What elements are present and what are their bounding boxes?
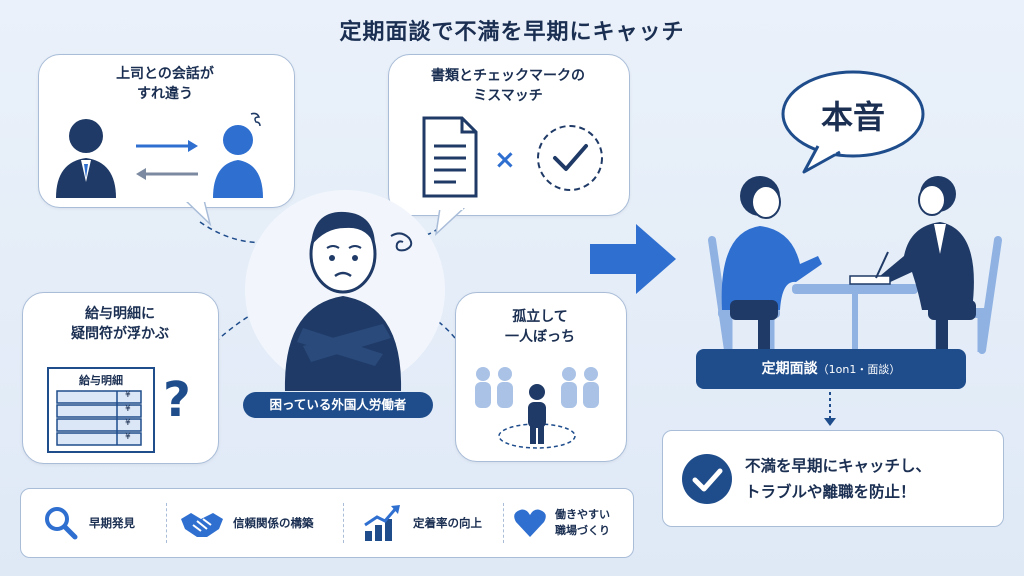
meeting-label: 定期面談（1on1・面談） bbox=[696, 349, 966, 389]
yen-mark-4: ¥ bbox=[125, 432, 131, 442]
yen-mark-3: ¥ bbox=[125, 418, 131, 428]
legend-label: 早期発見 bbox=[89, 516, 135, 530]
result-box: 不満を早期にキャッチし、 トラブルや離職を防止！ bbox=[662, 430, 1004, 527]
heart-icon bbox=[514, 509, 546, 537]
yen-mark-1: ¥ bbox=[125, 390, 131, 400]
bubble-isolation-text: 孤立して 一人ぼっち bbox=[505, 309, 575, 345]
bubble-document-text: 書類とチェックマークの ミスマッチ bbox=[431, 68, 585, 104]
legend-item-retention: 定着率の向上 bbox=[363, 489, 482, 557]
worry-swirl-icon bbox=[390, 232, 413, 252]
legend-item-trust: 信頼関係の構築 bbox=[179, 489, 314, 557]
group-people-icon bbox=[475, 367, 599, 408]
document-mismatch-illustration bbox=[422, 116, 603, 198]
legend-label: 信頼関係の構築 bbox=[233, 516, 314, 530]
salary-statement-title: 給与明細 bbox=[79, 374, 123, 387]
meeting-title: 定期面談 bbox=[761, 361, 818, 377]
page-title: 定期面談で不満を早期にキャッチ bbox=[339, 20, 685, 45]
bubble-boss-text: 上司との会話が すれ違う bbox=[116, 66, 214, 102]
result-line-1: 不満を早期にキャッチし、 bbox=[745, 457, 932, 475]
result-line-2: トラブルや離職を防止！ bbox=[745, 483, 916, 501]
table-icon bbox=[792, 284, 918, 352]
meeting-illustration bbox=[708, 176, 1002, 354]
benefits-legend: 早期発見 信頼関係の構築 定着率の向上 働きや bbox=[20, 488, 634, 558]
question-mark-icon: ? bbox=[163, 372, 191, 428]
worker-sitting-icon bbox=[721, 176, 822, 350]
speech-text: 本音 bbox=[820, 98, 885, 136]
salary-table-lines bbox=[56, 390, 142, 446]
yen-mark-2: ¥ bbox=[125, 404, 131, 414]
lonely-person-icon bbox=[528, 384, 546, 444]
bubble-tail bbox=[183, 200, 212, 227]
salary-statement-icon: 給与明細 ¥ ¥ ¥ ¥ bbox=[47, 367, 155, 453]
legend-label: 定着率の向上 bbox=[413, 516, 482, 530]
handshake-icon bbox=[181, 513, 223, 537]
worried-person-icon bbox=[284, 211, 402, 391]
divider bbox=[503, 503, 504, 543]
document-icon bbox=[422, 116, 478, 198]
divider bbox=[343, 503, 344, 543]
search-icon bbox=[45, 507, 78, 540]
dashed-check-circle-icon bbox=[537, 125, 603, 191]
divider bbox=[166, 503, 167, 543]
worker-label: 困っている外国人労働者 bbox=[243, 392, 433, 418]
growth-chart-icon bbox=[364, 505, 400, 541]
check-circle-icon bbox=[682, 454, 732, 504]
boss-icon bbox=[56, 119, 116, 198]
boss-employee-illustration bbox=[56, 112, 263, 198]
legend-item-early-detection: 早期発見 bbox=[43, 489, 135, 557]
legend-label: 働きやすい 職場づくり bbox=[555, 508, 610, 537]
speech-bubble bbox=[781, 70, 925, 174]
legend-item-workplace: 働きやすい 職場づくり bbox=[513, 489, 610, 557]
cross-icon: × bbox=[494, 145, 516, 175]
employee-icon bbox=[213, 112, 263, 198]
result-text: 不満を早期にキャッチし、 トラブルや離職を防止！ bbox=[745, 453, 931, 505]
worried-worker-illustration bbox=[284, 211, 413, 391]
meeting-subtitle: （1on1・面談） bbox=[817, 363, 901, 376]
isolation-illustration bbox=[475, 367, 599, 449]
exchange-arrows-icon bbox=[136, 140, 198, 180]
right-arrow-icon bbox=[590, 224, 676, 294]
manager-writing-icon bbox=[849, 176, 976, 350]
bubble-tail bbox=[434, 208, 466, 237]
bubble-salary-text: 給与明細に 疑問符が浮かぶ bbox=[71, 306, 169, 342]
